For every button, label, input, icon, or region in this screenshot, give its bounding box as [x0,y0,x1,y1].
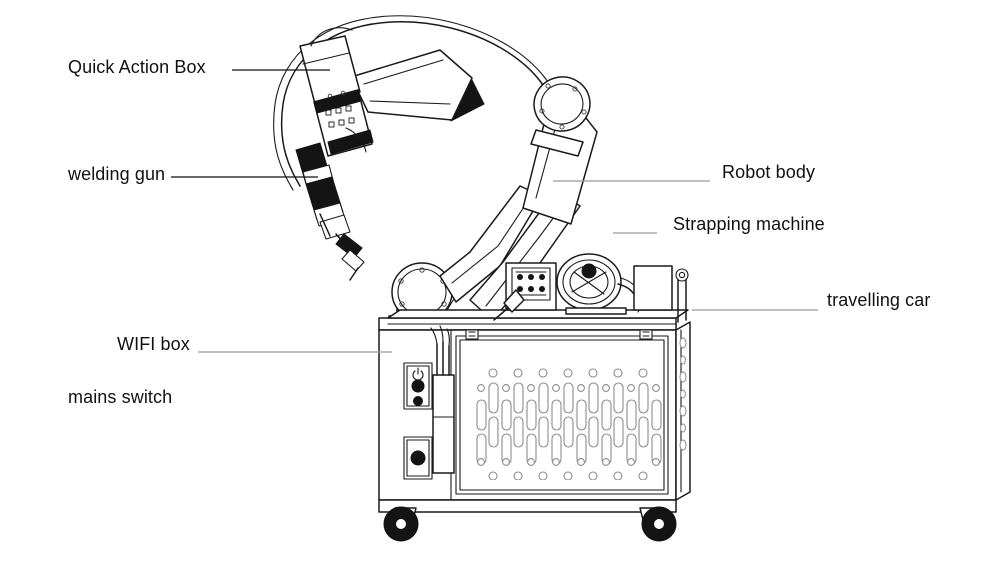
cart-group [378,253,691,542]
wire-feeder [493,262,557,321]
vent-circles-bottom [488,471,648,480]
riser-box [633,265,673,311]
label-robot-body: Robot body [722,162,816,182]
mains-switch-knob [411,379,425,393]
label-travelling-car: travelling car [827,290,931,310]
vent-circles-top [488,368,648,378]
vent-circles-row2 [477,384,660,392]
label-quick-action-box: Quick Action Box [68,57,206,77]
label-wifi-box: WIFI box [117,334,190,354]
wire-spool [556,253,627,315]
control-panel [403,362,433,480]
door-latches [465,329,653,340]
label-strapping-machine: Strapping machine [673,214,825,234]
robot-joint-head [533,76,591,132]
label-mains-switch: mains switch [68,387,173,407]
casters [383,506,677,542]
label-welding-gun: welding gun [68,164,166,184]
welding-gun [295,142,365,281]
vent-slots [476,382,662,465]
vent-circles-row5 [477,458,660,466]
vent-panel [476,368,662,480]
leader-lines [171,69,818,353]
travelling-car-column [675,268,691,501]
wifi-box [430,325,455,474]
